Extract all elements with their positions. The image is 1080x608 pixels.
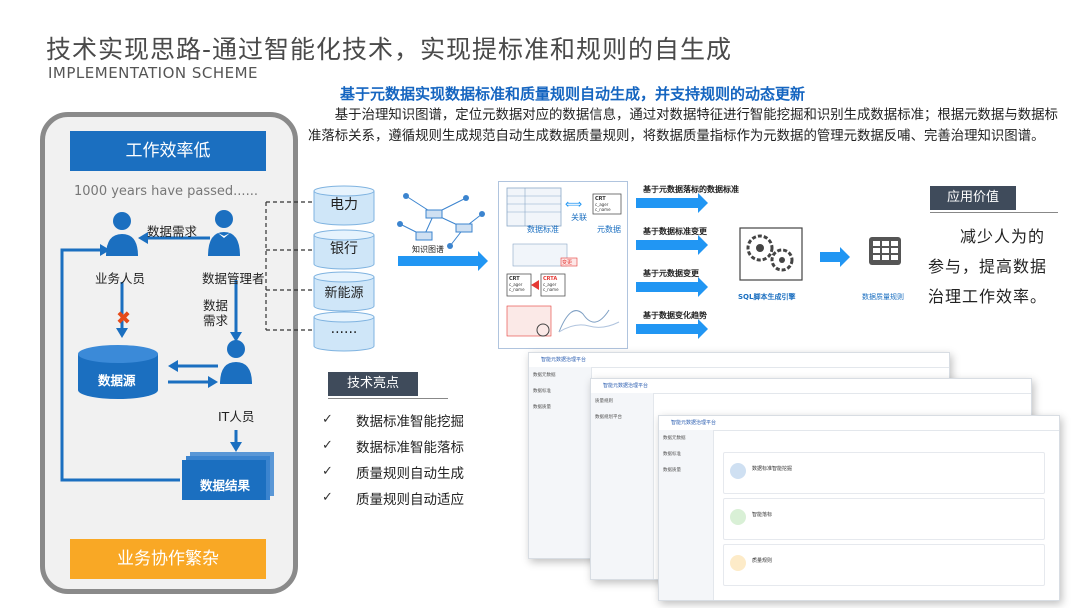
feature-card[interactable]: 智能落标 (723, 498, 1045, 540)
side-item: 数据标准 (533, 389, 551, 394)
screenshot-sidebar: 数据元数据 数据标准 数据质量 (659, 430, 714, 600)
flow-arrow-2 (636, 235, 708, 255)
tech-item: 质量规则自动生成 (356, 466, 464, 482)
crt-label-a: CRT (509, 276, 520, 282)
relation-label: 关联 (571, 213, 587, 222)
card-icon (730, 555, 746, 571)
page-subtitle: IMPLEMENTATION SCHEME (48, 64, 259, 82)
it-staff-label: IT人员 (218, 409, 255, 424)
source-bank: 银行 (330, 241, 358, 257)
flow-arrow-4 (636, 319, 708, 339)
side-item: 数据元数据 (663, 436, 686, 441)
flow-arrow-1 (636, 193, 708, 213)
card-title: 智能落标 (752, 512, 773, 518)
business-person-icon (106, 212, 138, 256)
side-item: 数据元数据 (533, 373, 556, 378)
side-item: 数据标准 (663, 452, 681, 457)
knowledge-graph-label: 知识图谱 (412, 245, 444, 254)
feature-card[interactable]: 质量规则 (723, 544, 1045, 586)
tech-item: 质量规则自动适应 (356, 492, 464, 508)
side-item: 数据规划平台 (595, 415, 622, 420)
business-staff-label: 业务人员 (95, 271, 146, 286)
svg-text:⟺: ⟺ (565, 197, 582, 211)
field-top-1: c_ager (595, 202, 609, 207)
source-new-energy: 新能源 (324, 286, 364, 301)
field-a-2: c_name (509, 287, 525, 292)
screenshot-sidebar: 质量规则 数据规划平台 (591, 393, 654, 579)
field-a-1: c_ager (509, 282, 523, 287)
data-result-icon (182, 452, 274, 500)
headline: 基于元数据实现数据标准和质量规则自动生成，并支持规则的动态更新 (340, 85, 806, 103)
knowledge-graph-icon (397, 193, 485, 249)
collab-complex-banner: 业务协作繁杂 (70, 539, 266, 579)
grid-table-icon (869, 237, 901, 265)
card-icon (730, 509, 746, 525)
value-heading: 应用价值 (930, 186, 1016, 210)
check-icon: ✓ (322, 464, 333, 479)
tech-divider (328, 398, 448, 399)
field-top-2: c_name (595, 207, 611, 212)
tech-item: 数据标准智能落标 (356, 440, 464, 456)
side-item: 数据质量 (663, 468, 681, 473)
sql-engine-label: SQL脚本生成引擎 (738, 293, 796, 301)
crt-label-top: CRT (595, 196, 606, 202)
source-more: ...... (330, 321, 358, 337)
field-b-1: c_ager (543, 282, 557, 287)
flow-arrow-3 (636, 277, 708, 297)
card-title: 质量规则 (752, 558, 773, 564)
kg-arrow (398, 251, 488, 271)
flow-label-4: 基于数据变化趋势 (643, 311, 707, 320)
data-standard-label: 数据标准 (527, 225, 559, 234)
years-passed-text: 1000 years have passed...... (74, 184, 258, 199)
check-icon: ✓ (322, 438, 333, 453)
data-source-cylinder (78, 345, 158, 399)
check-icon: ✓ (322, 412, 333, 427)
tech-heading: 技术亮点 (328, 372, 418, 396)
app-name: 智能元数据治理平台 (529, 353, 949, 368)
flow-label-2: 基于数据标准变更 (643, 227, 707, 236)
efficiency-low-banner: 工作效率低 (70, 131, 266, 171)
data-source-label: 数据源 (98, 373, 136, 388)
feature-card[interactable]: 数据标准智能挖掘 (723, 452, 1045, 494)
metadata-diagram-graphic: ⟺ (506, 187, 622, 337)
cross-icon: ✖ (116, 308, 131, 329)
dashed-connectors (265, 201, 316, 331)
quality-rules-label: 数据质量规则 (862, 293, 904, 301)
it-person-icon (220, 340, 252, 384)
engine-arrow (820, 247, 850, 267)
screenshot-sidebar: 数据元数据 数据标准 数据质量 (529, 367, 592, 558)
card-title: 数据标准智能挖掘 (752, 466, 793, 472)
value-divider (930, 212, 1058, 213)
description-text: 基于治理知识图谱，定位元数据对应的数据信息，通过对数据特征进行智能挖掘和识别生成… (308, 108, 1058, 144)
card-icon (730, 463, 746, 479)
data-manager-label: 数据管理者 (202, 271, 265, 286)
screenshot-front: 智能元数据治理平台 数据元数据 数据标准 数据质量 数据标准智能挖掘 智能落标 … (658, 415, 1060, 601)
flow-label-3: 基于元数据变更 (643, 269, 699, 278)
page-title: 技术实现思路-通过智能化技术，实现提标准和规则的自生成 (46, 35, 733, 64)
app-name: 智能元数据治理平台 (659, 416, 1059, 431)
side-item: 质量规则 (595, 399, 613, 404)
data-result-label: 数据结果 (200, 478, 251, 493)
data-manager-icon (208, 210, 240, 256)
metadata-label: 元数据 (597, 225, 621, 234)
tech-item: 数据标准智能挖掘 (356, 414, 464, 430)
check-icon: ✓ (322, 490, 333, 505)
side-item: 数据质量 (533, 405, 551, 410)
source-cylinders (313, 185, 375, 352)
source-power: 电力 (330, 197, 358, 213)
app-name: 智能元数据治理平台 (591, 379, 1031, 394)
metadata-diagram: ⟺ 数据标准 关联 元数据 CRT c_ager c_name 变更 CRT c… (498, 181, 628, 349)
workflow-diagram: ✖ (60, 210, 274, 500)
field-b-2: c_name (543, 287, 559, 292)
gears-icon (739, 227, 803, 281)
data-demand-label: 数据需求 (147, 224, 198, 239)
value-text: 减少人为的参与，提高数据治理工作效率。 (928, 227, 1048, 306)
flow-label-1: 基于元数据落标的数据标准 (643, 185, 739, 194)
change-label: 变更 (562, 260, 573, 266)
data-demand-side-label: 数据 需求 (203, 298, 229, 328)
crt-label-b: CRTA (543, 276, 558, 282)
